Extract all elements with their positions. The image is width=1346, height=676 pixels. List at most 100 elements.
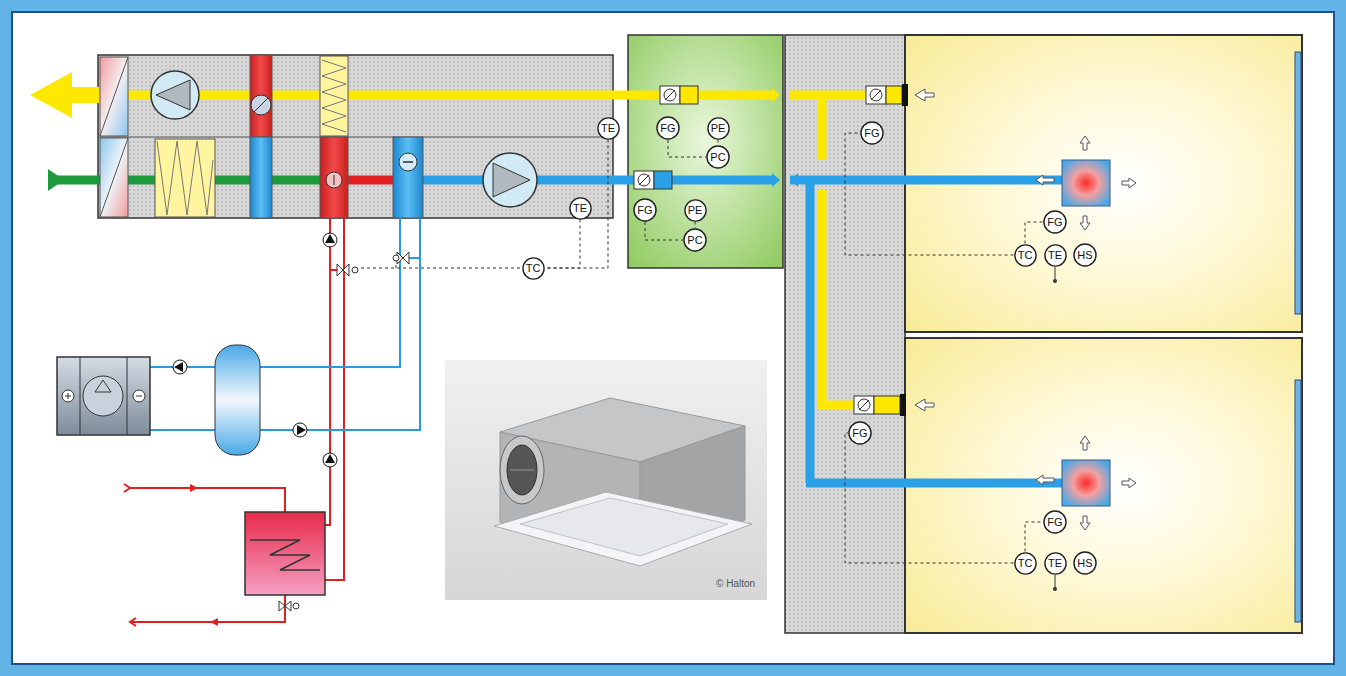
bubble-circle <box>522 257 543 278</box>
watermark: © Halton <box>716 578 755 589</box>
chiller-tank-heater-part <box>68 393 69 399</box>
diffusers-part <box>1062 460 1110 506</box>
instrument-tag: TC <box>1014 552 1037 575</box>
bubble-circle <box>1074 552 1096 574</box>
ducts <box>30 72 1062 483</box>
diffusers-part <box>1080 436 1090 450</box>
instrument-tag: FG <box>848 421 872 445</box>
bubble-circle <box>1044 211 1066 233</box>
bubble-circle <box>1074 244 1096 266</box>
chiller-tank-heater <box>57 345 325 595</box>
ahu-components-part <box>403 161 413 163</box>
signal-line <box>645 222 683 240</box>
bubble-circle <box>707 146 729 168</box>
bubble-circle <box>1044 552 1065 573</box>
ahu-components-part <box>250 55 272 137</box>
instrument-bubble: TE <box>569 197 592 220</box>
ducts-part <box>790 88 798 102</box>
instrument-tag: FG <box>1043 210 1067 234</box>
dampers-part <box>874 396 900 414</box>
dampers-part <box>654 171 672 189</box>
diffusers-part <box>1053 587 1057 591</box>
chiller-tank-heater-part <box>57 357 150 435</box>
diffusers-part <box>1122 178 1136 188</box>
instrument-bubble: TE <box>1044 244 1067 267</box>
dampers-part <box>915 89 934 101</box>
instrument-tag: FG <box>656 116 680 140</box>
diffusers-part <box>1055 267 1056 280</box>
chiller-tank-heater-part <box>133 390 145 402</box>
dampers-part <box>871 90 881 100</box>
piping-part <box>408 257 420 259</box>
signal-line <box>545 140 609 269</box>
instrument-tag: FG <box>633 198 657 222</box>
ahu-components-part <box>322 60 346 132</box>
pumps-valves-part <box>173 360 187 374</box>
instrument-bubble: TC <box>522 257 545 280</box>
instrument-tag: FG <box>1043 510 1067 534</box>
piping-part <box>190 484 198 492</box>
pumps-valves <box>173 233 409 611</box>
ducts-part <box>30 72 102 118</box>
dampers-part <box>664 89 676 101</box>
instrument-tag: TE <box>569 197 592 220</box>
instrument-bubble: FG <box>1043 510 1067 534</box>
chiller-tank-heater-part <box>245 512 325 595</box>
instrument-tag: PC <box>706 145 730 169</box>
air-handling-unit-part <box>98 137 613 138</box>
chiller-tank-heater-part <box>250 540 320 570</box>
ducts-part <box>393 176 772 185</box>
pumps-valves-part <box>325 454 335 463</box>
ducts-part <box>790 91 868 100</box>
signal-line <box>1025 222 1043 244</box>
instrument-bubble: PC <box>706 145 730 169</box>
bubble-circle <box>861 122 883 144</box>
pumps-valves-part <box>325 234 335 243</box>
product-photo-part <box>445 360 767 600</box>
instrument-bubble: FG <box>1043 210 1067 234</box>
dampers-part <box>858 399 870 411</box>
instrument-bubble: PC <box>683 228 707 252</box>
bubble-circle <box>1014 552 1035 573</box>
instrument-bubble: FG <box>633 198 657 222</box>
ducts-part <box>790 176 1062 185</box>
bubble-circle <box>684 229 706 251</box>
piping-part <box>130 618 136 626</box>
signal-line <box>845 433 1014 563</box>
pumps-valves-part <box>297 425 306 435</box>
ahu-components-part <box>399 153 417 171</box>
instrument-bubble: TE <box>597 117 620 140</box>
ahu-components-part <box>100 57 128 136</box>
product-photo-part <box>507 445 537 495</box>
chiller-tank-heater-part <box>136 396 142 397</box>
ducts-part <box>48 169 64 191</box>
chiller-tank-heater-part <box>83 376 123 416</box>
piping-part <box>210 618 218 626</box>
signal-line <box>668 140 706 157</box>
piping-part <box>150 218 400 367</box>
dampers-part <box>680 86 698 104</box>
instrument-bubble: PE <box>707 117 730 140</box>
signal-line <box>718 140 719 146</box>
instrument-bubble: FG <box>848 421 872 445</box>
pumps-valves-part <box>323 453 337 467</box>
ducts-part <box>818 401 854 410</box>
chiller-tank-heater-part <box>80 357 81 435</box>
product-photo <box>445 360 767 600</box>
instrument-tag: HS <box>1073 551 1097 575</box>
ahu-components-part <box>334 175 335 185</box>
regions-part <box>1295 52 1301 314</box>
instrument-bubble: HS <box>1073 243 1097 267</box>
dampers-part <box>638 174 650 186</box>
ducts-part <box>806 479 1062 488</box>
product-photo-part <box>510 470 534 471</box>
ahu-components-part <box>157 141 213 215</box>
piping-part <box>325 218 330 525</box>
diffusers-part <box>1053 279 1057 283</box>
instrument-tag: TC <box>1014 244 1037 267</box>
diffusers-part <box>1036 475 1054 485</box>
frame-part <box>12 12 1334 664</box>
